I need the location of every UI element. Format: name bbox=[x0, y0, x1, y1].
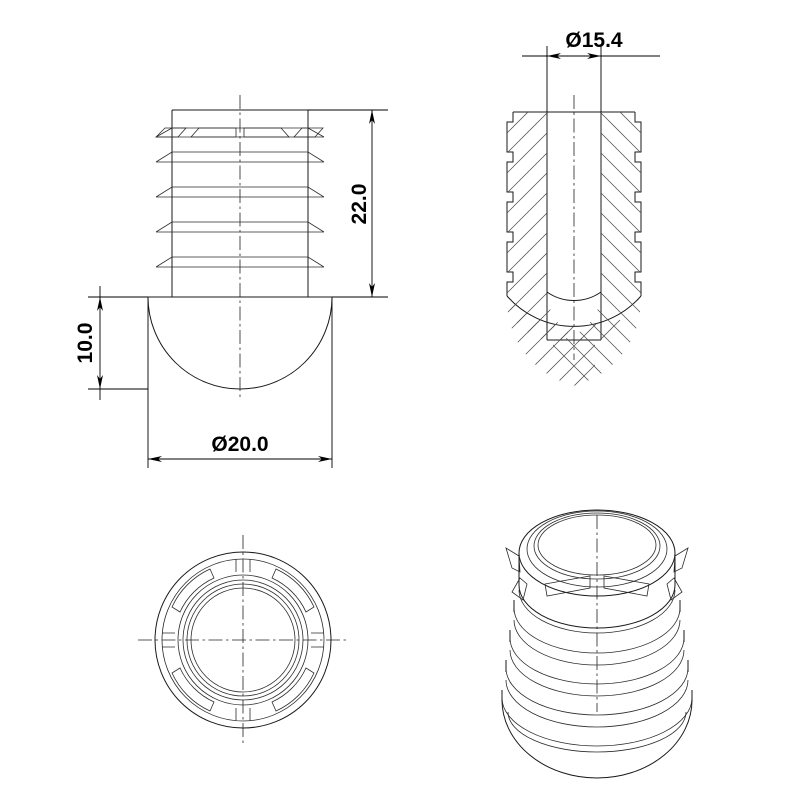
iso-rim-mid bbox=[526, 510, 668, 588]
section-hatch-dome bbox=[506, 292, 621, 340]
section-inner-dome bbox=[546, 291, 602, 301]
plan-bore-outer bbox=[186, 583, 300, 697]
iso-barb-wedges bbox=[505, 547, 689, 601]
view-top-plan bbox=[138, 535, 348, 745]
plan-bore-inner bbox=[190, 587, 296, 693]
dimension-height-22: 22.0 bbox=[308, 109, 388, 298]
iso-rim-inner bbox=[533, 512, 661, 580]
iso-collar-band bbox=[518, 553, 676, 629]
iso-bore-opening bbox=[537, 514, 657, 576]
domed-head bbox=[147, 296, 333, 400]
plan-ring-mid-inner bbox=[182, 579, 304, 701]
top-collar-slots bbox=[155, 127, 325, 138]
section-hatch-left bbox=[507, 112, 595, 388]
stem-outline bbox=[171, 109, 309, 297]
plan-outer-circle bbox=[154, 551, 332, 729]
view-isometric bbox=[501, 509, 693, 779]
dimension-label-15-4: Ø15.4 bbox=[565, 29, 623, 52]
dimension-height-10: 10.0 bbox=[74, 286, 148, 400]
dimension-diameter-15-4: Ø15.4 bbox=[522, 29, 660, 112]
dimension-diameter-20: Ø20.0 bbox=[147, 400, 333, 468]
dimension-label-10: 10.0 bbox=[74, 323, 97, 364]
dimension-label-20: Ø20.0 bbox=[211, 433, 268, 456]
iso-dome-crease bbox=[507, 711, 687, 753]
view-cross-section bbox=[506, 95, 642, 388]
plan-ring-mid-outer bbox=[177, 574, 309, 706]
iso-bottom-dome bbox=[501, 699, 693, 779]
plan-ring-outer-inner bbox=[161, 558, 325, 722]
iso-collar-slots bbox=[544, 575, 650, 597]
dimension-label-22: 22.0 bbox=[348, 184, 371, 225]
section-hatch-right bbox=[553, 112, 641, 388]
section-bore-walls bbox=[546, 112, 602, 340]
plan-slots bbox=[171, 568, 315, 712]
rib-flanges bbox=[155, 151, 325, 268]
plan-web-ties bbox=[162, 559, 324, 721]
view-front-elevation bbox=[147, 95, 333, 400]
